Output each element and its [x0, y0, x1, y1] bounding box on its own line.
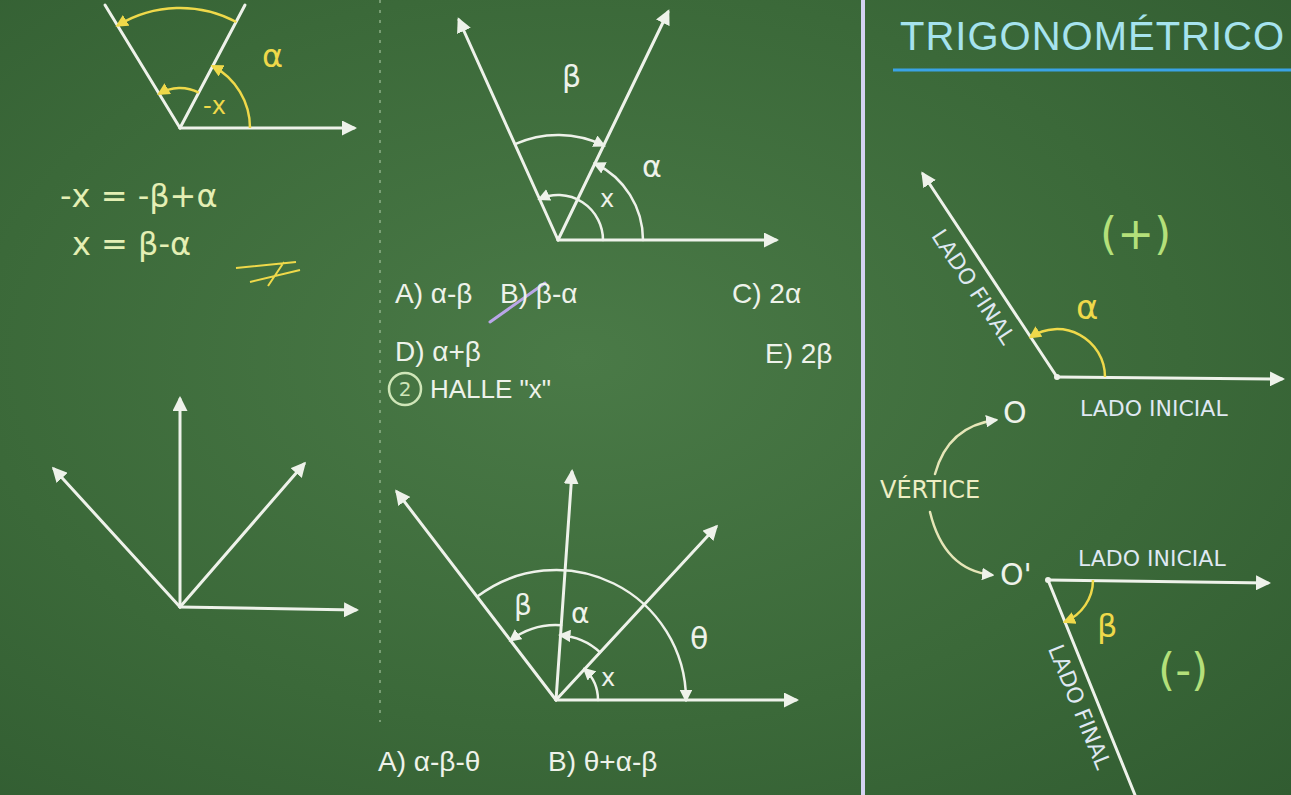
- ray: [180, 464, 304, 607]
- answer-option: C) 2α: [732, 280, 801, 308]
- final-side: [923, 174, 1057, 377]
- angle-symbol: β: [1097, 610, 1117, 642]
- answer-option: A) α-β-θ: [378, 748, 480, 776]
- side-label: LADO FINAL: [927, 226, 1018, 348]
- angle-arc: [118, 8, 237, 26]
- angle-arc: [159, 88, 199, 94]
- ray: [179, 399, 182, 607]
- pointer-arrow: [930, 512, 992, 575]
- number-circle: [389, 373, 421, 405]
- angle-symbol: θ: [690, 624, 708, 654]
- problem-number: 2: [399, 379, 412, 399]
- angle-arc: [511, 625, 562, 640]
- panel-divider: [861, 0, 865, 795]
- answer-option: A) α-β: [395, 280, 472, 308]
- ray: [105, 5, 180, 128]
- sign-label: (-): [1158, 648, 1208, 692]
- instruction: HALLE "x": [430, 376, 551, 402]
- side-label: LADO INICIAL: [1080, 398, 1228, 420]
- angle-arc: [515, 135, 604, 145]
- angle-symbol: β: [562, 62, 581, 92]
- initial-ray: [556, 699, 796, 702]
- answer-option: B) β-α: [500, 280, 577, 308]
- vertex-label: O': [1000, 560, 1032, 590]
- angle-symbol: α: [571, 600, 589, 628]
- angle-symbol: -x: [203, 94, 226, 118]
- initial-ray: [558, 239, 776, 242]
- ray: [556, 472, 572, 700]
- ray: [556, 527, 716, 700]
- angle-symbol: x: [600, 187, 614, 211]
- ray: [558, 12, 668, 240]
- vertex-label: O: [1003, 398, 1027, 428]
- title-underline: [893, 69, 1291, 72]
- vertex-dot: [1045, 577, 1051, 583]
- underline-scribble: [236, 262, 300, 286]
- angle-arc: [561, 635, 601, 652]
- angle-arc: [477, 570, 686, 700]
- side-label: LADO INICIAL: [1078, 548, 1226, 570]
- pointer-arrow: [935, 420, 996, 474]
- ray: [459, 20, 558, 240]
- answer-option: E) 2β: [765, 340, 832, 368]
- ray: [54, 469, 180, 607]
- vertex-dot: [1054, 374, 1060, 380]
- angle-symbol: α: [1076, 290, 1098, 324]
- initial-ray: [180, 127, 354, 130]
- equation: x = β-α: [72, 228, 191, 260]
- initial-side: [1048, 580, 1268, 583]
- angle-arc: [1065, 580, 1093, 622]
- angle-symbol: β: [514, 592, 532, 620]
- side-label: LADO FINAL: [1044, 642, 1114, 773]
- angle-arc: [585, 669, 599, 700]
- answer-option: D) α+β: [395, 338, 481, 366]
- heading: TRIGONOMÉTRICO: [900, 16, 1285, 56]
- equation: -x = -β+α: [60, 180, 218, 212]
- ray: [180, 607, 356, 610]
- angle-arc: [1031, 329, 1105, 377]
- angle-arc: [540, 195, 603, 240]
- angle-symbol: x: [601, 666, 615, 690]
- initial-side: [1057, 377, 1282, 379]
- angle-symbol: α: [642, 152, 662, 182]
- dotted-divider: [379, 0, 381, 722]
- vertex-caption: VÉRTICE: [880, 478, 980, 502]
- answer-option: B) θ+α-β: [548, 748, 657, 776]
- sign-label: (+): [1100, 212, 1171, 256]
- angle-symbol: α: [262, 40, 283, 72]
- ray: [180, 5, 245, 128]
